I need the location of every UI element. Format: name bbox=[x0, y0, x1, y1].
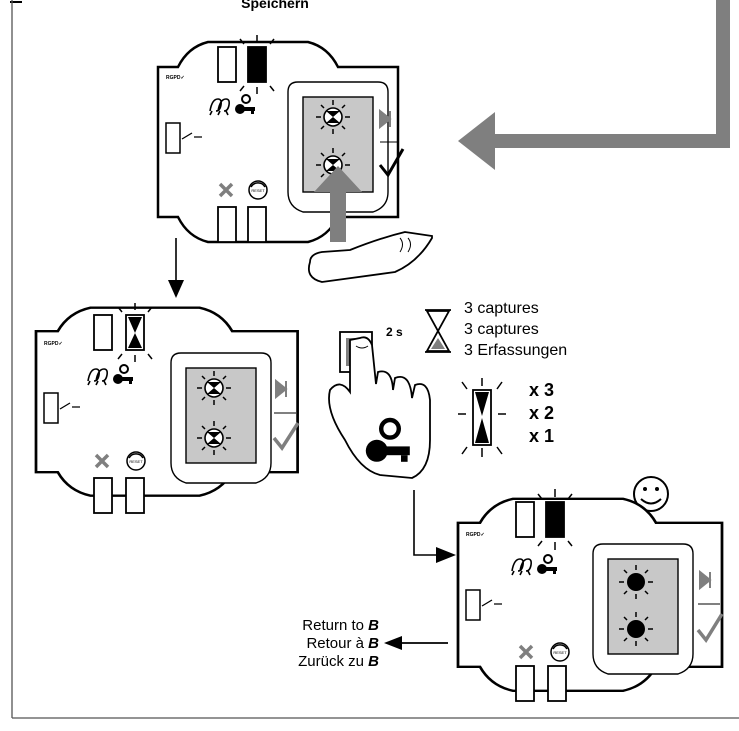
timer-caption-fr: 3 captures bbox=[464, 321, 539, 338]
bottom-slot-right bbox=[247, 206, 267, 243]
device-step3: RGPD✓ RESET bbox=[456, 489, 724, 702]
side-switch bbox=[43, 392, 59, 424]
status-led-on bbox=[545, 501, 565, 538]
blink-count-1: x 1 bbox=[529, 426, 554, 446]
timer-duration: 2 s bbox=[386, 325, 403, 339]
led-rays-icon bbox=[239, 35, 275, 94]
finger-press-icon bbox=[307, 231, 433, 283]
cancel-x-icon bbox=[218, 182, 234, 198]
timer-caption-de: 3 Erfassungen bbox=[464, 342, 567, 359]
return-line-de: Zurück zu B bbox=[298, 653, 379, 670]
hand-fingerprint-icon bbox=[328, 331, 431, 479]
switch-symbol-icon bbox=[59, 402, 80, 410]
bottom-slot-right bbox=[547, 665, 567, 702]
slot-left bbox=[515, 501, 535, 538]
slot-left bbox=[217, 46, 237, 83]
bottom-slot-left bbox=[93, 477, 113, 514]
hourglass-icon bbox=[425, 309, 451, 353]
device-step1: RGPD✓ RESET bbox=[156, 35, 405, 244]
rgpd-label: RGPD✓ bbox=[466, 532, 485, 538]
check-icon bbox=[272, 422, 300, 451]
next-icon bbox=[275, 378, 288, 400]
rgpd-label: RGPD✓ bbox=[166, 75, 185, 81]
timer-caption-en: 3 captures bbox=[464, 300, 539, 317]
return-arrow-left bbox=[384, 636, 448, 650]
check-icon bbox=[378, 148, 405, 178]
return-line-en: Return to B bbox=[302, 617, 379, 634]
status-led-on bbox=[247, 46, 267, 83]
switch-symbol-icon bbox=[481, 599, 502, 607]
rgpd-label: RGPD✓ bbox=[44, 341, 63, 347]
bottom-slot-right bbox=[125, 477, 145, 514]
switch-symbol-icon bbox=[181, 132, 202, 140]
reset-label: RESET bbox=[129, 459, 143, 464]
press-arrow-gray bbox=[314, 166, 362, 242]
return-line-fr: Retour à B bbox=[306, 635, 379, 652]
bottom-slot-left bbox=[217, 206, 237, 243]
key-lock-large-icon bbox=[365, 417, 410, 462]
led-rays-icon bbox=[537, 489, 573, 550]
blink-count-2: x 2 bbox=[529, 403, 554, 423]
reset-label: RESET bbox=[553, 650, 567, 655]
cancel-x-icon bbox=[94, 453, 110, 469]
smiley-icon bbox=[633, 476, 669, 512]
bottom-slot-left bbox=[515, 665, 535, 702]
side-switch bbox=[165, 122, 181, 154]
blink-hourglass-icon bbox=[128, 317, 142, 348]
return-arrow-gray bbox=[458, 0, 730, 170]
header-label: Speichern bbox=[241, 0, 309, 11]
next-icon bbox=[379, 108, 392, 130]
blink-led-legend-icon bbox=[458, 378, 506, 457]
blink-count-3: x 3 bbox=[529, 380, 554, 400]
led-rays-icon bbox=[117, 303, 153, 362]
reset-label: RESET bbox=[251, 188, 265, 193]
slot-left bbox=[93, 314, 113, 351]
flow-arrow-right bbox=[413, 490, 456, 563]
side-switch bbox=[465, 589, 481, 621]
return-note: Return to B Retour à B Zurück zu B bbox=[298, 617, 379, 670]
check-icon bbox=[696, 613, 724, 644]
next-icon bbox=[699, 569, 712, 591]
flow-arrow-down bbox=[168, 238, 184, 298]
cancel-x-icon bbox=[518, 644, 534, 660]
device-step2: RGPD✓ RESET bbox=[34, 303, 300, 514]
